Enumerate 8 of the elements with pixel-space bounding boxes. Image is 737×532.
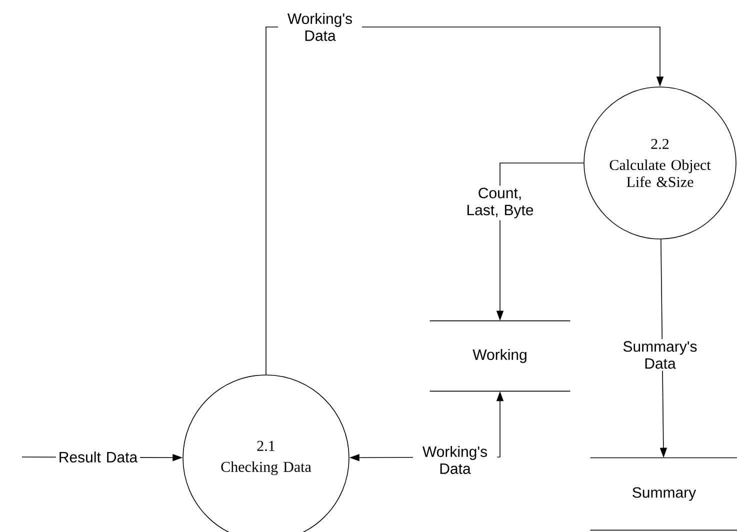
edge-label: Working's Data: [278, 10, 362, 43]
edge-label: Count, Last, Byte: [458, 186, 542, 220]
edge-label: Summary's Data: [618, 339, 702, 371]
edge-label: Working's Data: [413, 444, 497, 476]
edge-label: Result Data: [56, 449, 140, 464]
data-store: Working: [429, 320, 571, 392]
arrow: [266, 26, 664, 375]
data-store: Summary: [590, 457, 737, 531]
